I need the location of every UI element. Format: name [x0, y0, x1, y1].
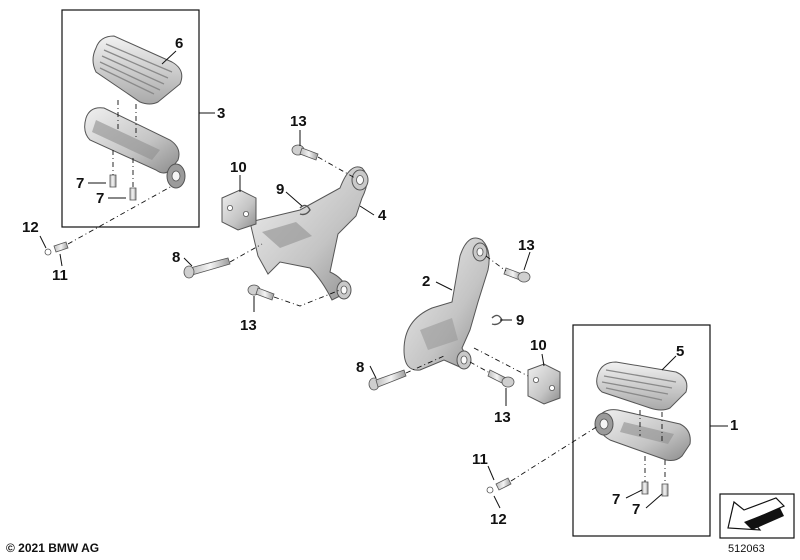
- callout-11-left: 11: [52, 267, 68, 284]
- callout-13-upper-right: 13: [518, 237, 535, 254]
- callout-8-left: 8: [172, 249, 180, 266]
- callout-10-right: 10: [530, 337, 547, 354]
- callout-5: 5: [676, 343, 684, 360]
- footrest-pad-rubber-left: [92, 35, 183, 105]
- callout-13-upper-left: 13: [290, 113, 307, 130]
- callout-9-right: 9: [516, 312, 524, 329]
- mounting-plate-left: [221, 189, 257, 231]
- footrest-bracket-right: [403, 237, 490, 371]
- callout-7-left-a: 7: [76, 175, 84, 192]
- callout-9-left: 9: [276, 181, 284, 198]
- bolt-short-upper-right: [503, 267, 531, 283]
- callout-3: 3: [217, 105, 225, 122]
- footrest-bracket-left: [249, 166, 369, 301]
- callout-4: 4: [378, 207, 387, 224]
- circlip-left: [299, 204, 311, 216]
- callout-12-left: 12: [22, 219, 39, 236]
- callout-10-left: 10: [230, 159, 247, 176]
- callout-11-right: 11: [472, 451, 488, 468]
- bolt-short-lower-right: [487, 369, 515, 388]
- callout-7-right-b: 7: [632, 501, 640, 518]
- screw-left-a: [109, 174, 117, 188]
- bolt-long-right: [368, 369, 407, 391]
- mounting-plate-right: [527, 363, 561, 405]
- washer-right: [486, 486, 494, 494]
- screw-right-b: [661, 483, 669, 497]
- leader-lines: [39, 50, 728, 509]
- pin-left: [53, 241, 69, 253]
- callout-1: 1: [730, 417, 738, 434]
- drawing-number: 512063: [728, 543, 765, 555]
- bolt-short-lower-left: [247, 284, 275, 301]
- callout-13-lower-left: 13: [240, 317, 257, 334]
- bolt-long-left: [183, 257, 231, 279]
- callout-12-right: 12: [490, 511, 507, 528]
- direction-arrow-icon: [719, 493, 795, 539]
- callout-8-right: 8: [356, 359, 364, 376]
- callout-2: 2: [422, 273, 430, 290]
- screw-right-a: [641, 481, 649, 495]
- assembly-box-left: [61, 9, 200, 228]
- screw-left-b: [129, 187, 137, 201]
- footrest-base-left: [84, 107, 186, 189]
- footrest-pad-rubber-right: [596, 361, 688, 411]
- bolt-short-upper-left: [291, 144, 319, 161]
- footrest-base-right: [594, 409, 691, 461]
- assembly-box-right: [572, 324, 711, 537]
- pin-right: [495, 477, 512, 491]
- washer-left: [44, 248, 52, 256]
- callout-13-lower-right: 13: [494, 409, 511, 426]
- callout-6: 6: [175, 35, 183, 52]
- callout-7-left-b: 7: [96, 190, 104, 207]
- copyright-text: © 2021 BMW AG: [6, 541, 100, 555]
- callout-7-right-a: 7: [612, 491, 620, 508]
